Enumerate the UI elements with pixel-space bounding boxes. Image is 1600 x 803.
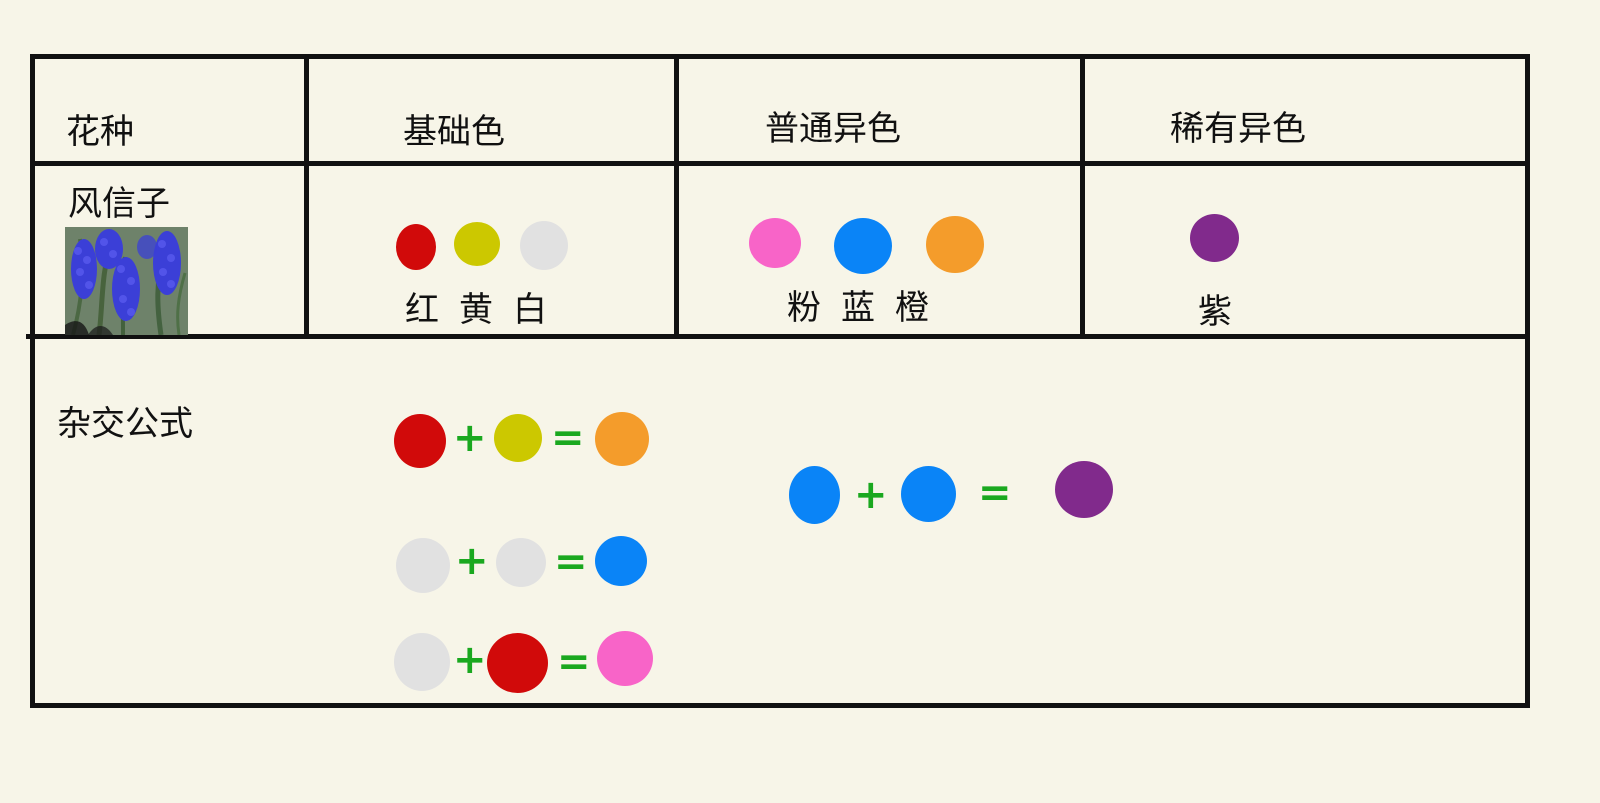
rare-label-purple: 紫 [1198,292,1232,332]
common-color-labels: 粉 蓝 橙 [787,291,929,325]
formula-1-orange-dot [595,412,649,466]
common-label-orange: 橙 [895,288,929,328]
basic-label-white: 白 [513,290,547,330]
hyacinth-photo-icon [65,227,188,335]
formula-3-plus: + [453,637,487,683]
formula-4-blue-dot-1 [789,466,840,524]
cross-formula-label: 杂交公式 [57,404,193,444]
color-row-bottom-border [26,334,1530,339]
common-label-blue: 蓝 [841,288,875,328]
basic-white-dot [520,221,568,270]
formula-4-plus: + [854,472,888,518]
column-divider-1 [304,54,309,339]
common-label-pink: 粉 [787,288,821,328]
formula-3-pink-dot [597,631,653,686]
header-common-variant: 普通异色 [765,109,901,149]
formula-3-equals: = [557,639,591,685]
common-pink-dot [749,218,801,268]
formula-1-equals: = [551,415,585,461]
common-blue-dot [834,218,892,274]
header-bottom-border [30,161,1530,166]
basic-label-red: 红 [405,290,439,330]
table-left-border [30,54,35,708]
formula-3-red-dot [487,633,548,693]
formula-2-equals: = [554,539,588,585]
common-orange-dot [926,216,984,273]
basic-color-labels: 红 黄 白 [405,293,547,327]
formula-1-plus: + [453,415,487,461]
table-right-border [1525,54,1530,708]
rare-purple-dot [1190,214,1239,262]
table-bottom-border [30,703,1530,708]
flower-name: 风信子 [68,184,170,224]
table-top-border [30,54,1530,59]
formula-2-blue-dot [595,536,647,586]
formula-3-white-dot [394,633,450,691]
formula-4-blue-dot-2 [901,466,956,522]
column-divider-3 [1080,54,1085,339]
formula-2-plus: + [455,538,489,584]
formula-2-white-dot-1 [396,538,450,593]
header-flower-type: 花种 [66,112,134,152]
formula-4-equals: = [978,470,1012,516]
basic-yellow-dot [454,222,500,266]
formula-1-red-dot [394,414,446,468]
header-rare-variant: 稀有异色 [1170,109,1306,149]
formula-4-purple-dot [1055,461,1113,518]
basic-red-dot [396,224,436,270]
formula-2-white-dot-2 [496,538,546,587]
basic-label-yellow: 黄 [459,290,493,330]
formula-1-yellow-dot [494,414,542,462]
header-basic-color: 基础色 [403,112,505,152]
column-divider-2 [674,54,679,339]
